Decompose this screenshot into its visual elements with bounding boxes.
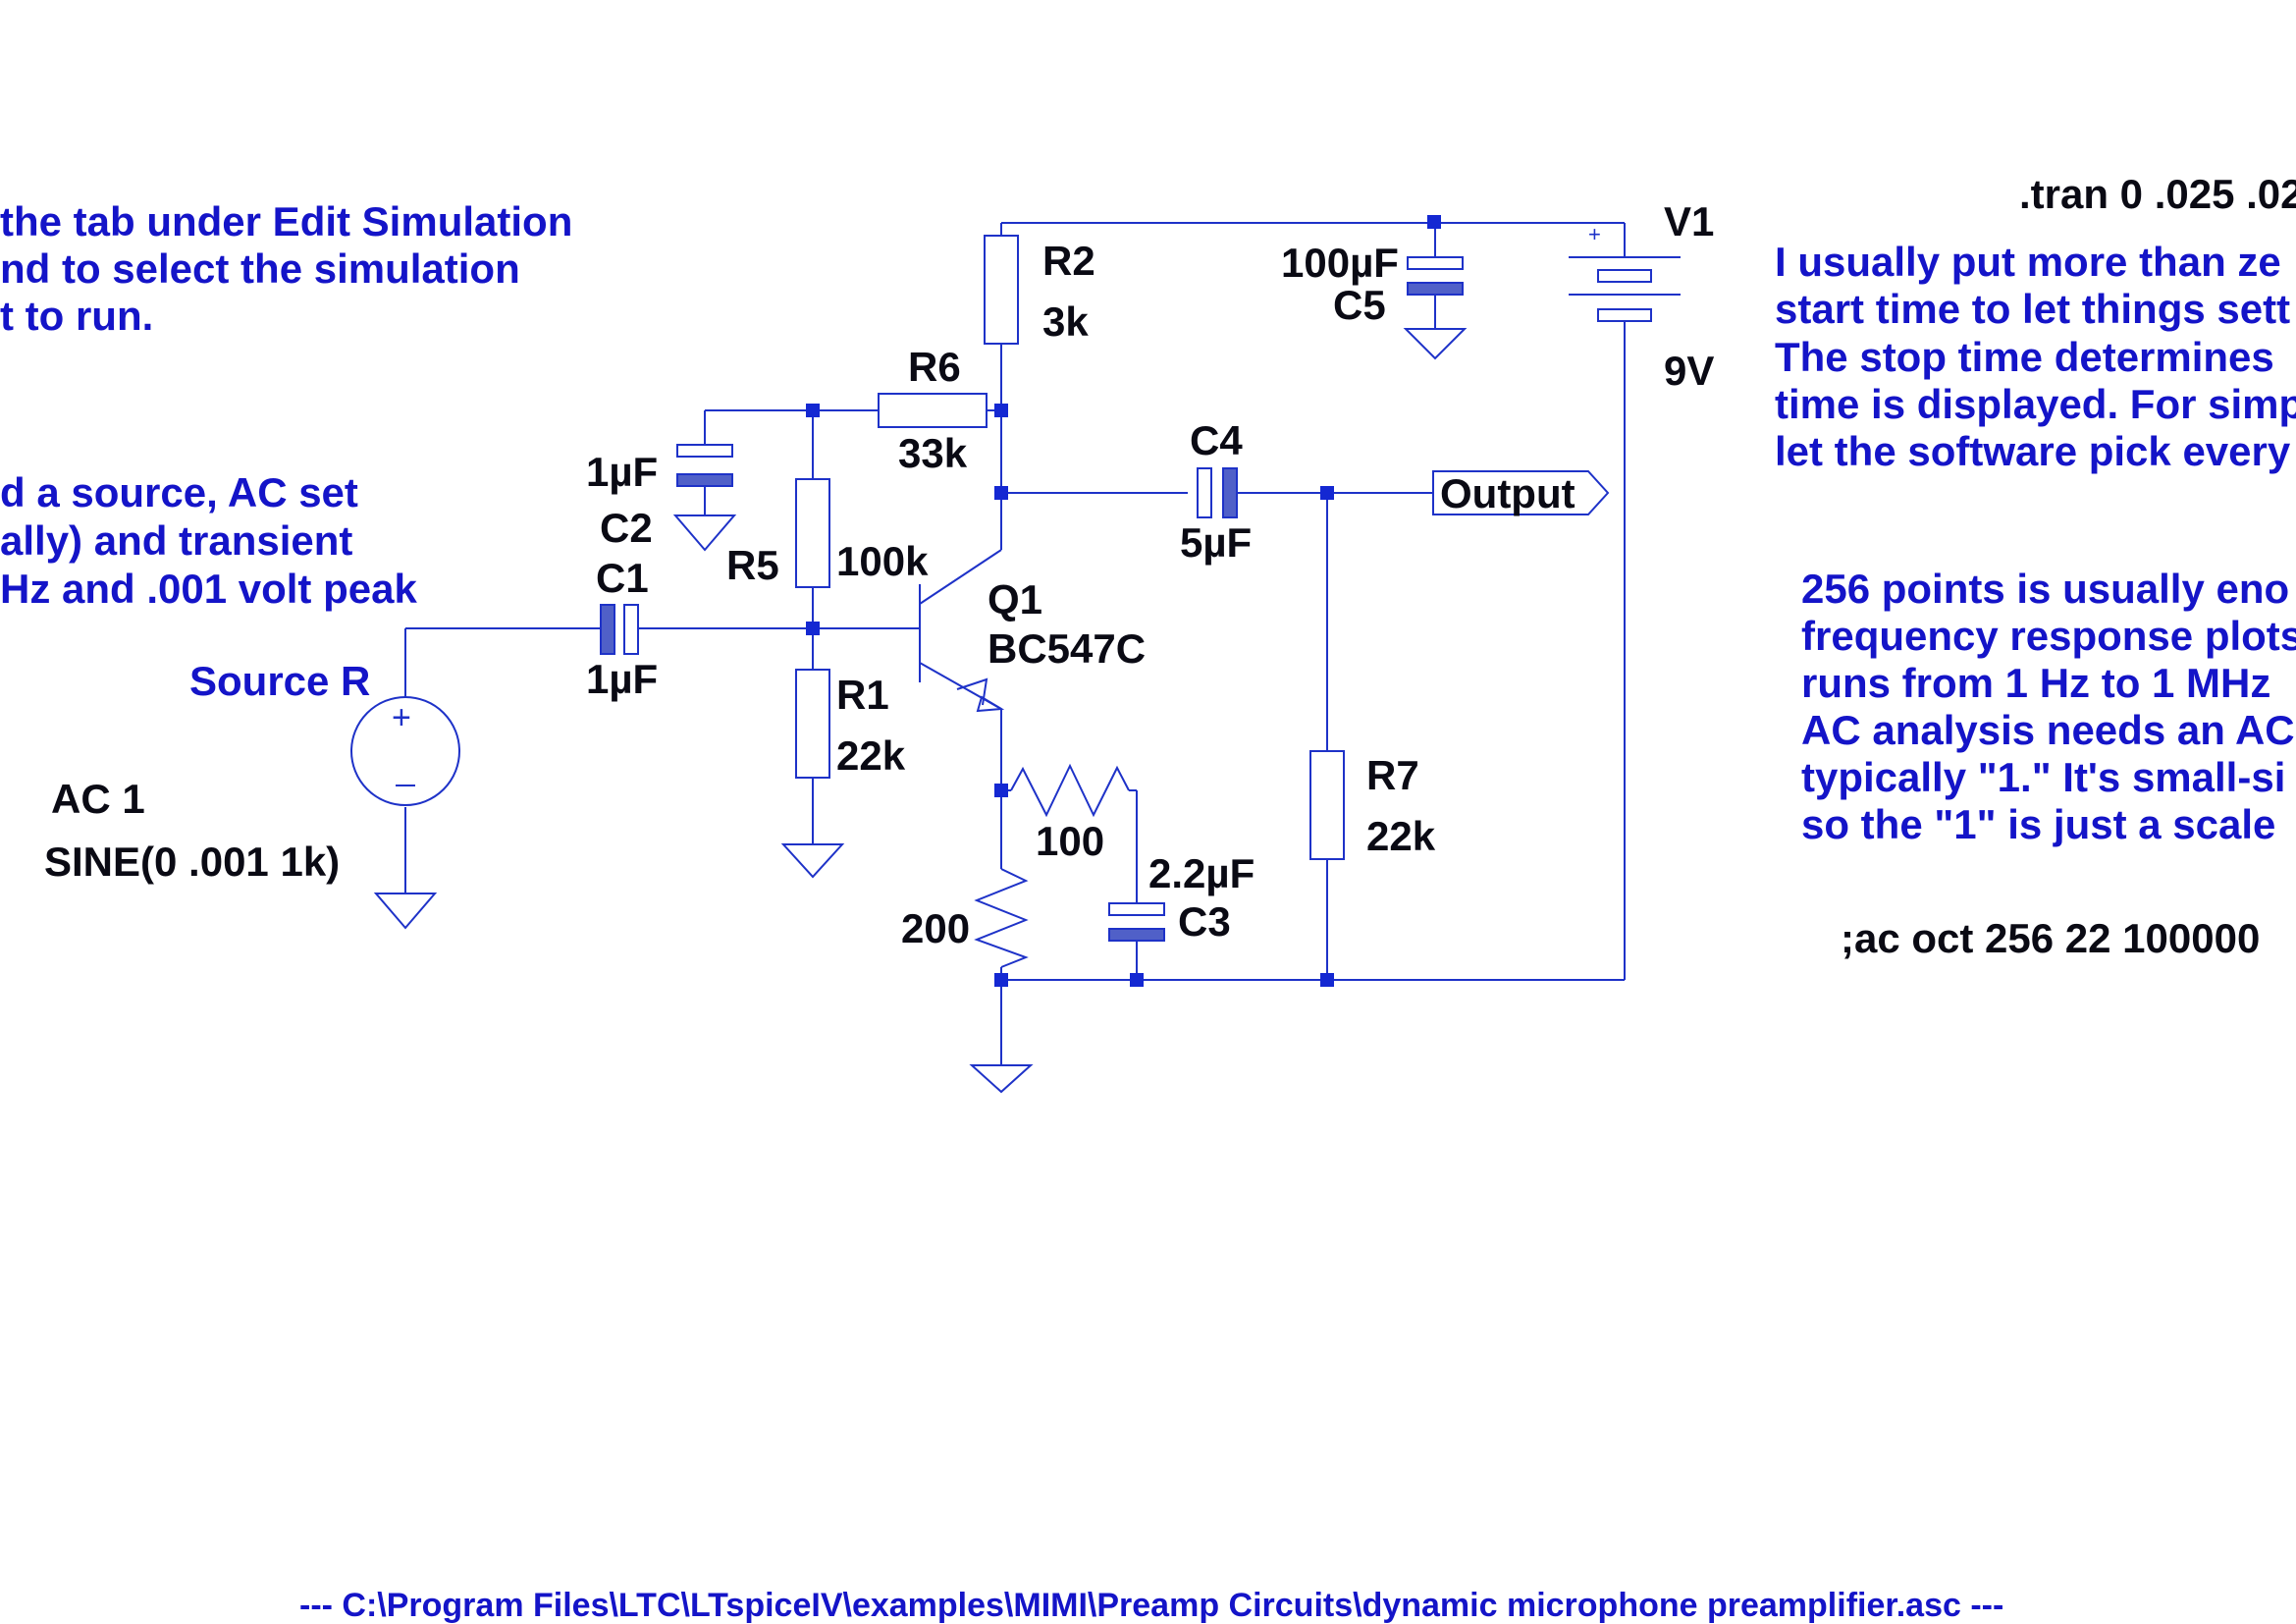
comment-line: frequency response plots <box>1801 613 2296 659</box>
comment-line: 256 points is usually eno <box>1801 566 2289 612</box>
transistor-q1[interactable]: Q1 BC547C <box>919 549 1146 713</box>
q1-name: Q1 <box>988 576 1042 623</box>
source-name: Source R <box>189 658 370 704</box>
resistor-r2[interactable]: R2 3k <box>984 235 1095 345</box>
c3-name: C3 <box>1178 898 1231 945</box>
ground-icon <box>780 843 845 879</box>
comment-line: the tab under Edit Simulation <box>0 198 572 244</box>
comment-line: I usually put more than ze <box>1775 239 2281 285</box>
r-emitter-200-value: 200 <box>901 905 970 951</box>
capacitor-c3[interactable]: 2.2µF C3 <box>1108 850 1255 945</box>
c4-name: C4 <box>1190 417 1243 463</box>
v1-name: V1 <box>1664 198 1714 244</box>
c4-value: 5µF <box>1180 519 1252 566</box>
comment-line: typically "1." It's small-si <box>1801 754 2285 800</box>
resistor-emitter-200[interactable]: 200 <box>901 868 1029 968</box>
resistor-r7[interactable]: R7 22k <box>1309 750 1436 860</box>
comment-line: Hz and .001 volt peak <box>0 566 417 612</box>
comment-line: AC analysis needs an AC <box>1801 707 2295 753</box>
r2-name: R2 <box>1042 238 1095 284</box>
capacitor-c4[interactable]: C4 5µF <box>1180 417 1252 566</box>
r6-value: 33k <box>898 430 968 476</box>
c5-value: 100µF <box>1281 240 1399 286</box>
source-ac: AC 1 <box>51 776 145 822</box>
output-port[interactable]: Output <box>1432 470 1610 516</box>
ac-voltage-source[interactable]: + Source R AC 1 SINE(0 .001 1k) <box>44 658 460 885</box>
ground-icon <box>672 514 737 552</box>
v1-value: 9V <box>1664 348 1714 394</box>
comment-line: time is displayed. For simp <box>1775 381 2296 427</box>
r7-name: R7 <box>1366 752 1419 798</box>
comment-line: let the software pick every <box>1775 428 2291 474</box>
c1-name: C1 <box>596 555 649 601</box>
comment-line: so the "1" is just a scale <box>1801 801 2275 847</box>
comment-line: The stop time determines <box>1775 334 2274 380</box>
r6-name: R6 <box>908 344 961 390</box>
c2-value: 1µF <box>586 449 658 495</box>
ac-directive[interactable]: ;ac oct 256 22 100000 <box>1841 915 2260 961</box>
comment-line: ally) and transient <box>0 517 352 564</box>
r5-name: R5 <box>726 542 779 588</box>
battery-plus-icon: + <box>1588 222 1601 246</box>
comment-line: d a source, AC set <box>0 469 358 515</box>
source-sine: SINE(0 .001 1k) <box>44 839 340 885</box>
resistor-r6[interactable]: R6 33k <box>878 344 988 476</box>
comment-line: t to run. <box>0 293 153 339</box>
comment-left-top: the tab under Edit Simulation nd to sele… <box>0 198 572 339</box>
comment-line: start time to let things sett <box>1775 286 2290 332</box>
r7-value: 22k <box>1366 813 1436 859</box>
resistor-emitter-100[interactable]: 100 <box>1010 763 1130 864</box>
c5-name: C5 <box>1333 282 1386 328</box>
ground-icon <box>373 893 438 930</box>
ground-icon <box>1403 328 1468 360</box>
resistor-r1[interactable]: R1 22k <box>795 669 906 779</box>
wires <box>404 222 1626 1065</box>
r2-value: 3k <box>1042 298 1089 345</box>
tran-directive[interactable]: .tran 0 .025 .02 <box>2019 171 2296 217</box>
r-emitter-100-value: 100 <box>1036 818 1104 864</box>
r1-name: R1 <box>836 672 889 718</box>
junctions <box>806 215 1441 987</box>
r1-value: 22k <box>836 732 906 779</box>
source-plus-icon: + <box>392 699 411 736</box>
c2-name: C2 <box>600 505 653 551</box>
comment-right-mid: 256 points is usually eno frequency resp… <box>1801 566 2296 847</box>
c1-value: 1µF <box>586 656 658 702</box>
r5-value: 100k <box>836 538 929 584</box>
battery-v1[interactable]: + V1 9V <box>1569 198 1714 394</box>
comment-line: runs from 1 Hz to 1 MHz <box>1801 660 2270 706</box>
ground-icon <box>969 1064 1034 1094</box>
comment-left-mid: d a source, AC set ally) and transient H… <box>0 469 417 612</box>
file-path-footer: --- C:\Program Files\LTC\LTspiceIV\examp… <box>299 1587 2003 1624</box>
c3-value: 2.2µF <box>1148 850 1255 896</box>
output-label: Output <box>1440 470 1575 516</box>
comment-right-top: I usually put more than ze start time to… <box>1775 239 2296 474</box>
capacitor-c5[interactable]: 100µF C5 <box>1281 240 1464 328</box>
comment-line: nd to select the simulation <box>0 245 520 292</box>
capacitor-c1[interactable]: C1 1µF <box>586 555 658 702</box>
capacitor-c2[interactable]: 1µF C2 <box>586 444 733 551</box>
q1-model: BC547C <box>988 625 1146 672</box>
resistor-r5[interactable]: R5 100k <box>726 478 929 588</box>
